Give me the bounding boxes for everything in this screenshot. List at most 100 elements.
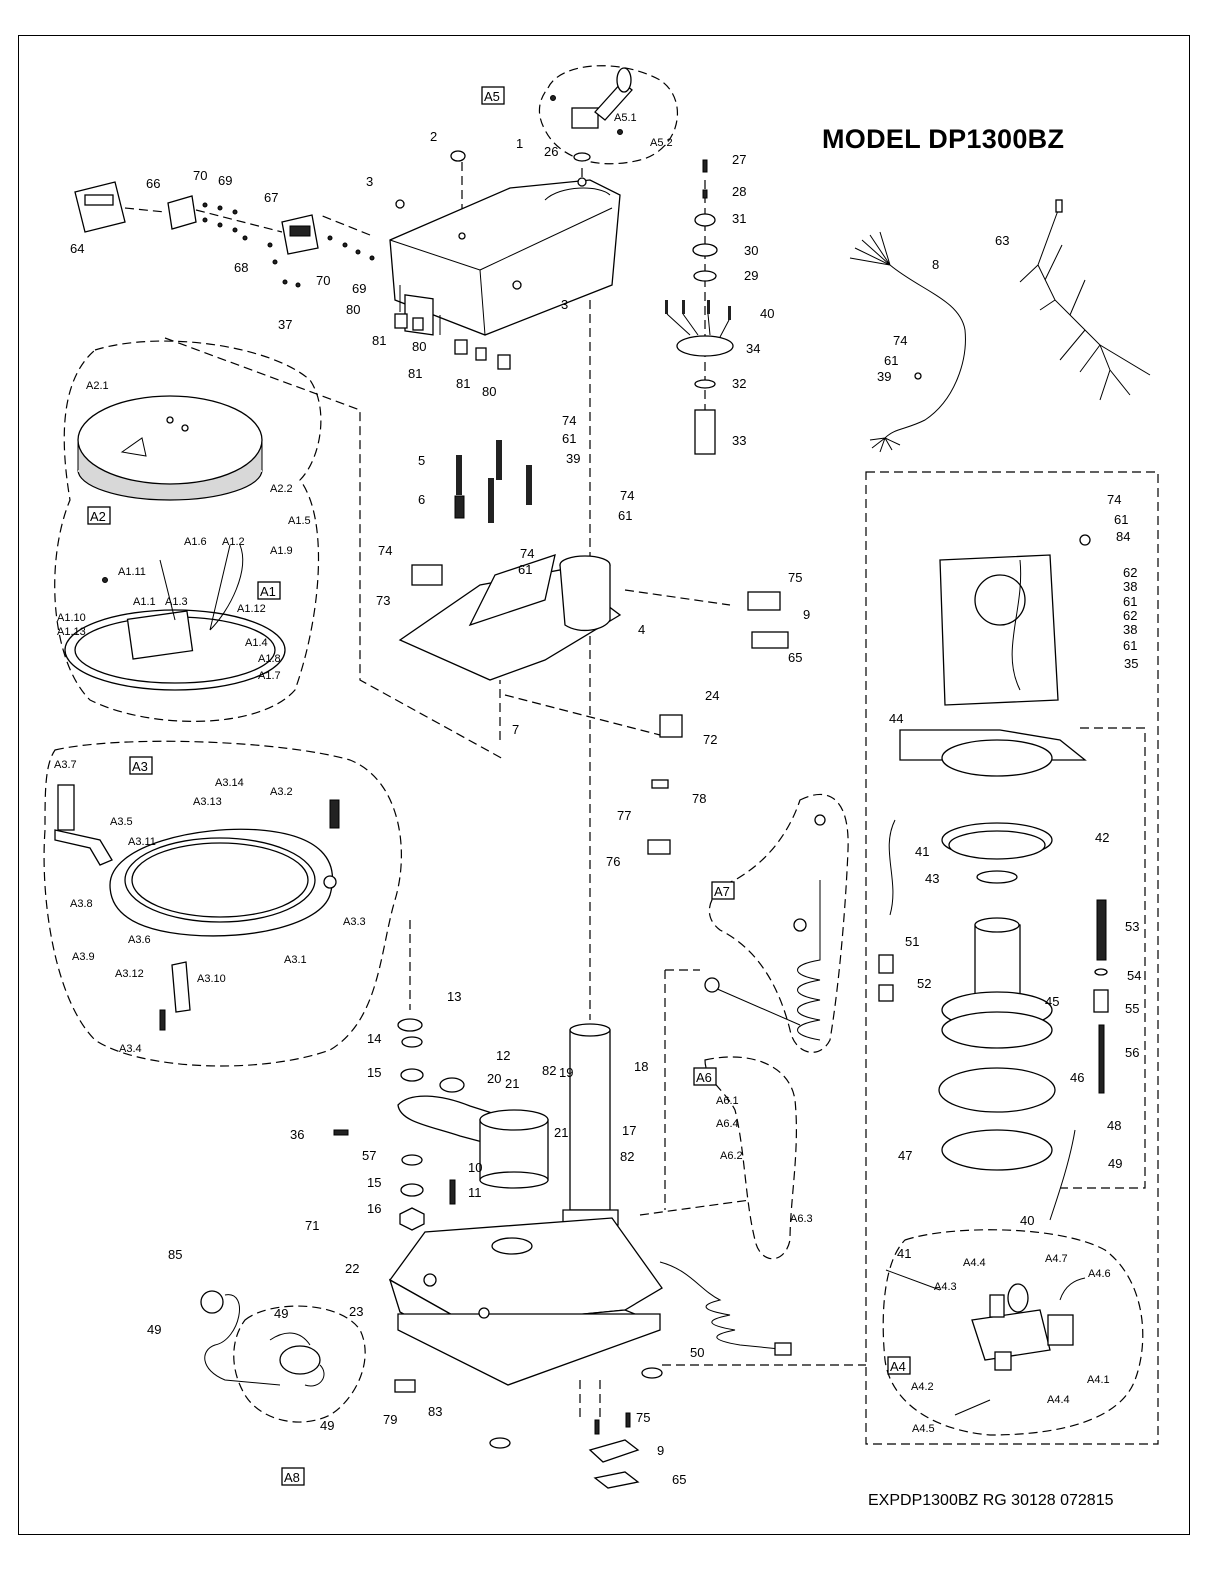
callout-73: 73 xyxy=(376,593,390,608)
callout-62b: 62 xyxy=(1123,608,1137,623)
callout-66: 66 xyxy=(146,176,160,191)
callout-9b: 9 xyxy=(657,1443,664,1458)
callout-A44b: A4.4 xyxy=(1047,1394,1070,1406)
upper-platen-a2 xyxy=(77,395,263,501)
page-border xyxy=(18,35,1190,1535)
callout-21a: 21 xyxy=(505,1076,519,1091)
svg-text:A3: A3 xyxy=(132,759,148,774)
callout-13: 13 xyxy=(447,989,461,1004)
callout-46: 46 xyxy=(1070,1070,1084,1085)
handle-a5 xyxy=(550,67,633,135)
terminal-block-9 xyxy=(588,1412,640,1489)
callout-53: 53 xyxy=(1125,919,1139,934)
callout-A12: A1.2 xyxy=(222,536,245,548)
callout-42: 42 xyxy=(1095,830,1109,845)
callout-72: 72 xyxy=(703,732,717,747)
callout-49a: 49 xyxy=(147,1322,161,1337)
callout-16: 16 xyxy=(367,1201,381,1216)
relay-72 xyxy=(647,591,789,855)
callout-74b: 74 xyxy=(620,488,634,503)
assembly-tag-a4: A4 xyxy=(887,1356,911,1375)
callout-61b: 61 xyxy=(618,508,632,523)
valve-a4 xyxy=(885,1269,1086,1416)
callout-A36: A3.6 xyxy=(128,934,151,946)
callout-83: 83 xyxy=(428,1404,442,1419)
callout-70a: 70 xyxy=(193,168,207,183)
lower-platen-a3 xyxy=(54,784,340,1031)
callout-A13: A1.3 xyxy=(165,596,188,608)
callout-A37: A3.7 xyxy=(54,759,77,771)
column-frame-4 xyxy=(398,440,622,681)
callout-49d: 49 xyxy=(1108,1156,1122,1171)
svg-text:A8: A8 xyxy=(284,1470,300,1485)
callout-3b: 3 xyxy=(561,297,568,312)
callout-75b: 75 xyxy=(636,1410,650,1425)
a8-switch-wiring xyxy=(200,1290,325,1387)
callout-21b: 21 xyxy=(554,1125,568,1140)
callout-A110: A1.10 xyxy=(57,612,86,624)
assembly-tag-a1: A1 xyxy=(257,581,281,600)
spindle-stack xyxy=(665,159,734,455)
svg-text:A6: A6 xyxy=(696,1070,712,1085)
callout-57: 57 xyxy=(362,1148,376,1163)
callout-80a: 80 xyxy=(346,302,360,317)
callout-78: 78 xyxy=(692,791,706,806)
callout-A51: A5.1 xyxy=(614,112,637,124)
callout-82a: 82 xyxy=(542,1063,556,1078)
callout-50: 50 xyxy=(690,1345,704,1360)
callout-A312: A3.12 xyxy=(115,968,144,980)
callout-41a: 41 xyxy=(915,844,929,859)
callout-A111: A1.11 xyxy=(118,566,146,578)
a8-boundary xyxy=(233,1305,366,1423)
callout-A311: A3.11 xyxy=(128,836,156,848)
callout-15b: 15 xyxy=(367,1175,381,1190)
callout-68: 68 xyxy=(234,260,248,275)
callout-61c: 61 xyxy=(518,562,532,577)
callout-24: 24 xyxy=(705,688,719,703)
callout-71: 71 xyxy=(305,1218,319,1233)
svg-text:A5: A5 xyxy=(484,89,500,104)
callout-74c: 74 xyxy=(520,546,534,561)
callout-4: 4 xyxy=(638,622,645,637)
parts-artwork xyxy=(43,65,1159,1489)
callout-22: 22 xyxy=(345,1261,359,1276)
assembly-tag-a3: A3 xyxy=(129,756,153,775)
callout-67: 67 xyxy=(264,190,278,205)
callout-65a: 65 xyxy=(788,650,802,665)
callout-34: 34 xyxy=(746,341,760,356)
callout-A41: A4.1 xyxy=(1087,1374,1110,1386)
callout-70b: 70 xyxy=(316,273,330,288)
callout-31: 31 xyxy=(732,211,746,226)
callout-40a: 40 xyxy=(760,306,774,321)
callout-14: 14 xyxy=(367,1031,381,1046)
callout-69a: 69 xyxy=(218,173,232,188)
callout-36: 36 xyxy=(290,1127,304,1142)
callout-A15: A1.5 xyxy=(288,515,311,527)
callout-28: 28 xyxy=(732,184,746,199)
base-housing xyxy=(388,1217,663,1449)
callout-A38: A3.8 xyxy=(70,898,93,910)
callout-75a: 75 xyxy=(788,570,802,585)
callout-39b: 39 xyxy=(877,369,891,384)
callout-43: 43 xyxy=(925,871,939,886)
callout-A52: A5.2 xyxy=(650,137,673,149)
control-panels xyxy=(74,181,375,288)
callout-84: 84 xyxy=(1116,529,1130,544)
callout-23: 23 xyxy=(349,1304,363,1319)
callout-45: 45 xyxy=(1045,994,1059,1009)
callout-26: 26 xyxy=(544,144,558,159)
callout-A42: A4.2 xyxy=(911,1381,934,1393)
callout-52: 52 xyxy=(917,976,931,991)
callout-A32: A3.2 xyxy=(270,786,293,798)
callout-A31: A3.1 xyxy=(284,954,307,966)
assembly-tag-a2: A2 xyxy=(87,506,111,525)
assembly-tag-a5: A5 xyxy=(481,86,505,105)
callout-5: 5 xyxy=(418,453,425,468)
callout-8: 8 xyxy=(932,257,939,272)
callout-37: 37 xyxy=(278,317,292,332)
callout-A21: A2.1 xyxy=(86,380,109,392)
callout-3a: 3 xyxy=(366,174,373,189)
callout-A112: A1.12 xyxy=(237,603,266,615)
callout-63: 63 xyxy=(995,233,1009,248)
